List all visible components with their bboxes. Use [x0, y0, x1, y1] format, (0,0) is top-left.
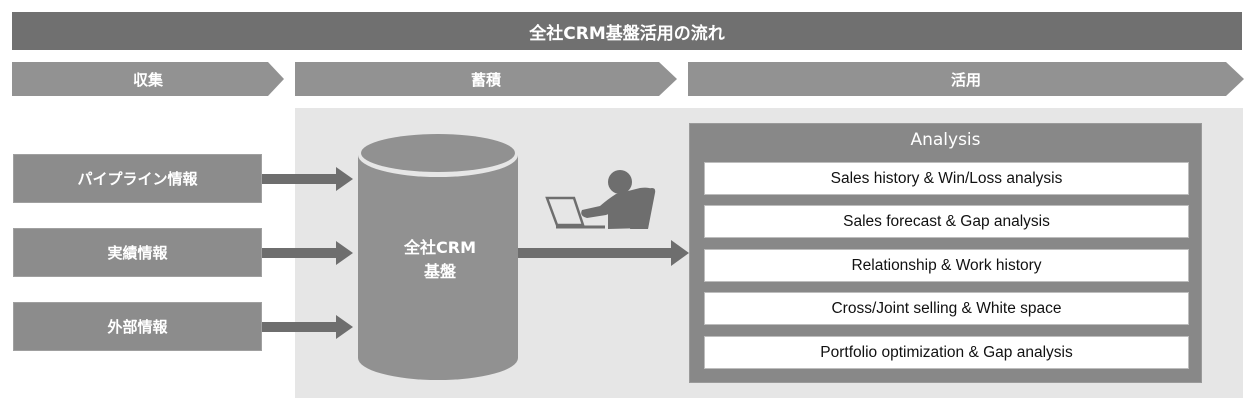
analysis-item-label: Sales forecast & Gap analysis — [843, 212, 1050, 230]
analysis-title: Analysis — [910, 130, 981, 150]
source-label: パイプライン情報 — [77, 170, 198, 188]
diagram-title: 全社CRM基盤活用の流れ — [12, 12, 1242, 50]
analysis-item-label: Cross/Joint selling & White space — [831, 299, 1062, 317]
analysis-item-label: Sales history & Win/Loss analysis — [830, 169, 1063, 187]
phase-utilize-label: 活用 — [950, 70, 981, 89]
source-label: 実績情報 — [107, 244, 168, 262]
crm-database-label-line2: 基盤 — [423, 262, 456, 281]
phase-collect: 収集 — [12, 62, 284, 96]
analysis-item: Sales history & Win/Loss analysis — [704, 162, 1189, 195]
analysis-item-label: Portfolio optimization & Gap analysis — [820, 343, 1073, 361]
arrow-right-icon — [262, 315, 353, 339]
chevron-shape — [295, 62, 677, 96]
database-cylinder-icon — [358, 133, 518, 380]
source-performance-info: 実績情報 — [13, 228, 262, 277]
analysis-item: Cross/Joint selling & White space — [704, 292, 1189, 325]
person-at-laptop-icon — [545, 170, 656, 229]
source-external-info: 外部情報 — [13, 302, 262, 351]
analysis-item: Portfolio optimization & Gap analysis — [704, 336, 1189, 369]
phase-collect-label: 収集 — [132, 70, 163, 89]
phase-store-label: 蓄積 — [470, 70, 501, 89]
analysis-item: Sales forecast & Gap analysis — [704, 205, 1189, 238]
chevron-shape — [688, 62, 1244, 96]
diagram-title-text: 全社CRM基盤活用の流れ — [529, 23, 725, 44]
arrow-right-icon — [262, 241, 353, 265]
analysis-item-label: Relationship & Work history — [851, 256, 1042, 274]
arrow-right-icon — [518, 240, 689, 266]
source-pipeline-info: パイプライン情報 — [13, 154, 262, 203]
crm-database-label-line1: 全社CRM — [404, 238, 476, 257]
arrow-right-icon — [262, 167, 353, 191]
analysis-box: Analysis Sales history & Win/Loss analys… — [689, 123, 1202, 383]
crm-database-label: 全社CRM 基盤 — [360, 236, 520, 284]
chevron-shape — [12, 62, 284, 96]
source-label: 外部情報 — [107, 318, 168, 336]
phase-store: 蓄積 — [295, 62, 677, 96]
analysis-item: Relationship & Work history — [704, 249, 1189, 282]
phase-utilize: 活用 — [688, 62, 1244, 96]
